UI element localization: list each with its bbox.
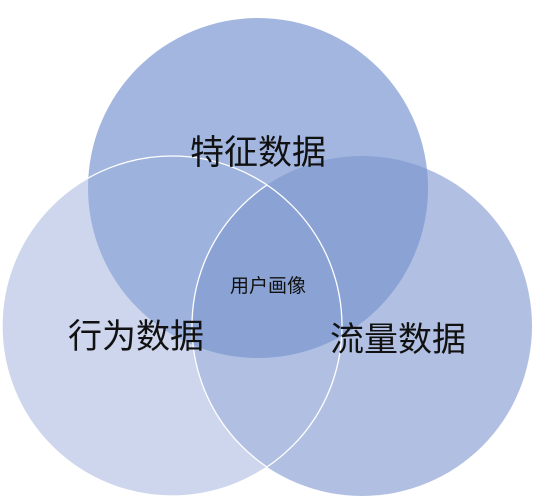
label-user-profile: 用户画像	[230, 275, 306, 297]
outline-traffic-circle	[191, 156, 342, 496]
label-traffic-data: 流量数据	[330, 320, 466, 360]
label-feature-data: 特征数据	[190, 133, 326, 173]
label-behavior-data: 行为数据	[68, 317, 204, 357]
outline-behavior-circle	[1, 155, 343, 497]
